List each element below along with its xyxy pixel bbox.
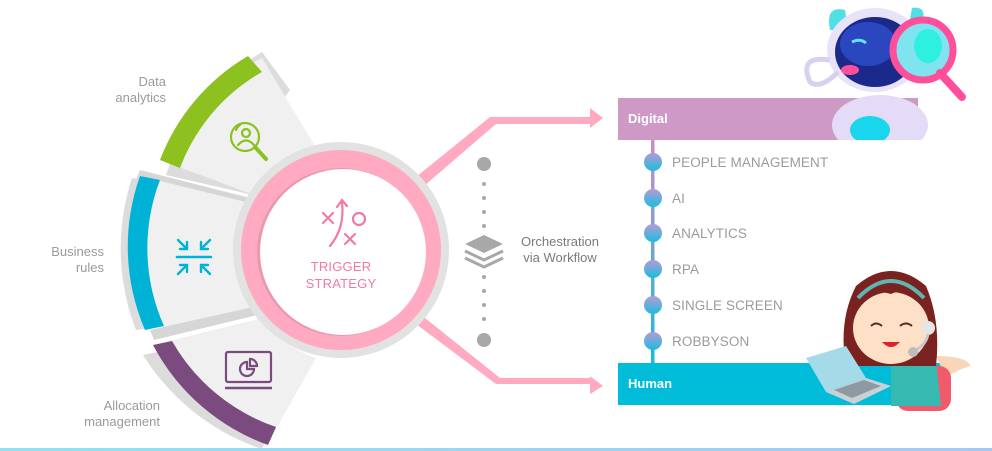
arrow-to-digital: [400, 108, 603, 198]
timeline-node: [644, 332, 662, 350]
timeline-node: [644, 260, 662, 278]
label-line: management: [84, 414, 160, 429]
orchestration-label: Orchestration via Workflow: [515, 234, 605, 266]
segment-label-business-rules: Business rules: [34, 244, 104, 276]
label-line: Business: [51, 244, 104, 259]
label-line: Allocation: [103, 398, 160, 413]
timeline-node: [644, 189, 662, 207]
center-title-line: STRATEGY: [305, 276, 377, 291]
segment-arc-business-rules: [127, 176, 164, 330]
segment-panel: [133, 176, 262, 330]
segment-divider: [150, 306, 262, 340]
timeline-item: SINGLE SCREEN: [672, 298, 783, 313]
support-agent-woman-icon: [806, 271, 971, 411]
orchestration-connector: [477, 157, 491, 347]
label-line: rules: [75, 260, 104, 275]
timeline-item: PEOPLE MANAGEMENT: [672, 155, 829, 170]
robot-magnifier-icon: [804, 7, 966, 140]
center-title-line: TRIGGER: [310, 259, 372, 274]
timeline-node: [644, 296, 662, 314]
timeline-item: ROBBYSON: [672, 334, 750, 349]
label-line: Data: [138, 74, 166, 89]
segment-arc-data-analytics: [160, 56, 262, 168]
timeline-nodes: [644, 153, 662, 350]
segment-panel: [153, 318, 316, 440]
strategy-play-icon: [321, 198, 367, 248]
segment-label-data-analytics: Data analytics: [96, 74, 166, 106]
orchestration-label-line: Orchestration: [520, 234, 600, 249]
bottom-divider: [0, 448, 992, 451]
collapse-arrows-icon: [175, 238, 213, 276]
timeline-line: [651, 140, 655, 364]
timeline-item: RPA: [672, 262, 700, 277]
segment-label-allocation-management: Allocation management: [60, 398, 160, 430]
arrow-to-human: [400, 306, 603, 394]
human-label: Human: [628, 376, 673, 391]
monitor-pie-chart-icon: [224, 350, 273, 390]
digital-label: Digital: [628, 111, 668, 126]
segment-arc-allocation-management: [153, 341, 276, 445]
person-search-icon: [229, 121, 268, 161]
label-line: analytics: [115, 90, 166, 105]
timeline-item: AI: [672, 191, 685, 206]
layers-icon: [464, 235, 504, 269]
orchestration-label-line: via Workflow: [523, 250, 597, 265]
timeline-item: ANALYTICS: [672, 226, 747, 241]
segment-business-rules[interactable]: [120, 176, 262, 340]
center-title: TRIGGER STRATEGY: [291, 258, 391, 292]
timeline-node: [644, 153, 662, 171]
segment-shadow: [120, 178, 150, 330]
timeline-node: [644, 224, 662, 242]
segment-allocation-management[interactable]: [143, 318, 316, 449]
center-trigger-strategy[interactable]: [233, 142, 449, 358]
